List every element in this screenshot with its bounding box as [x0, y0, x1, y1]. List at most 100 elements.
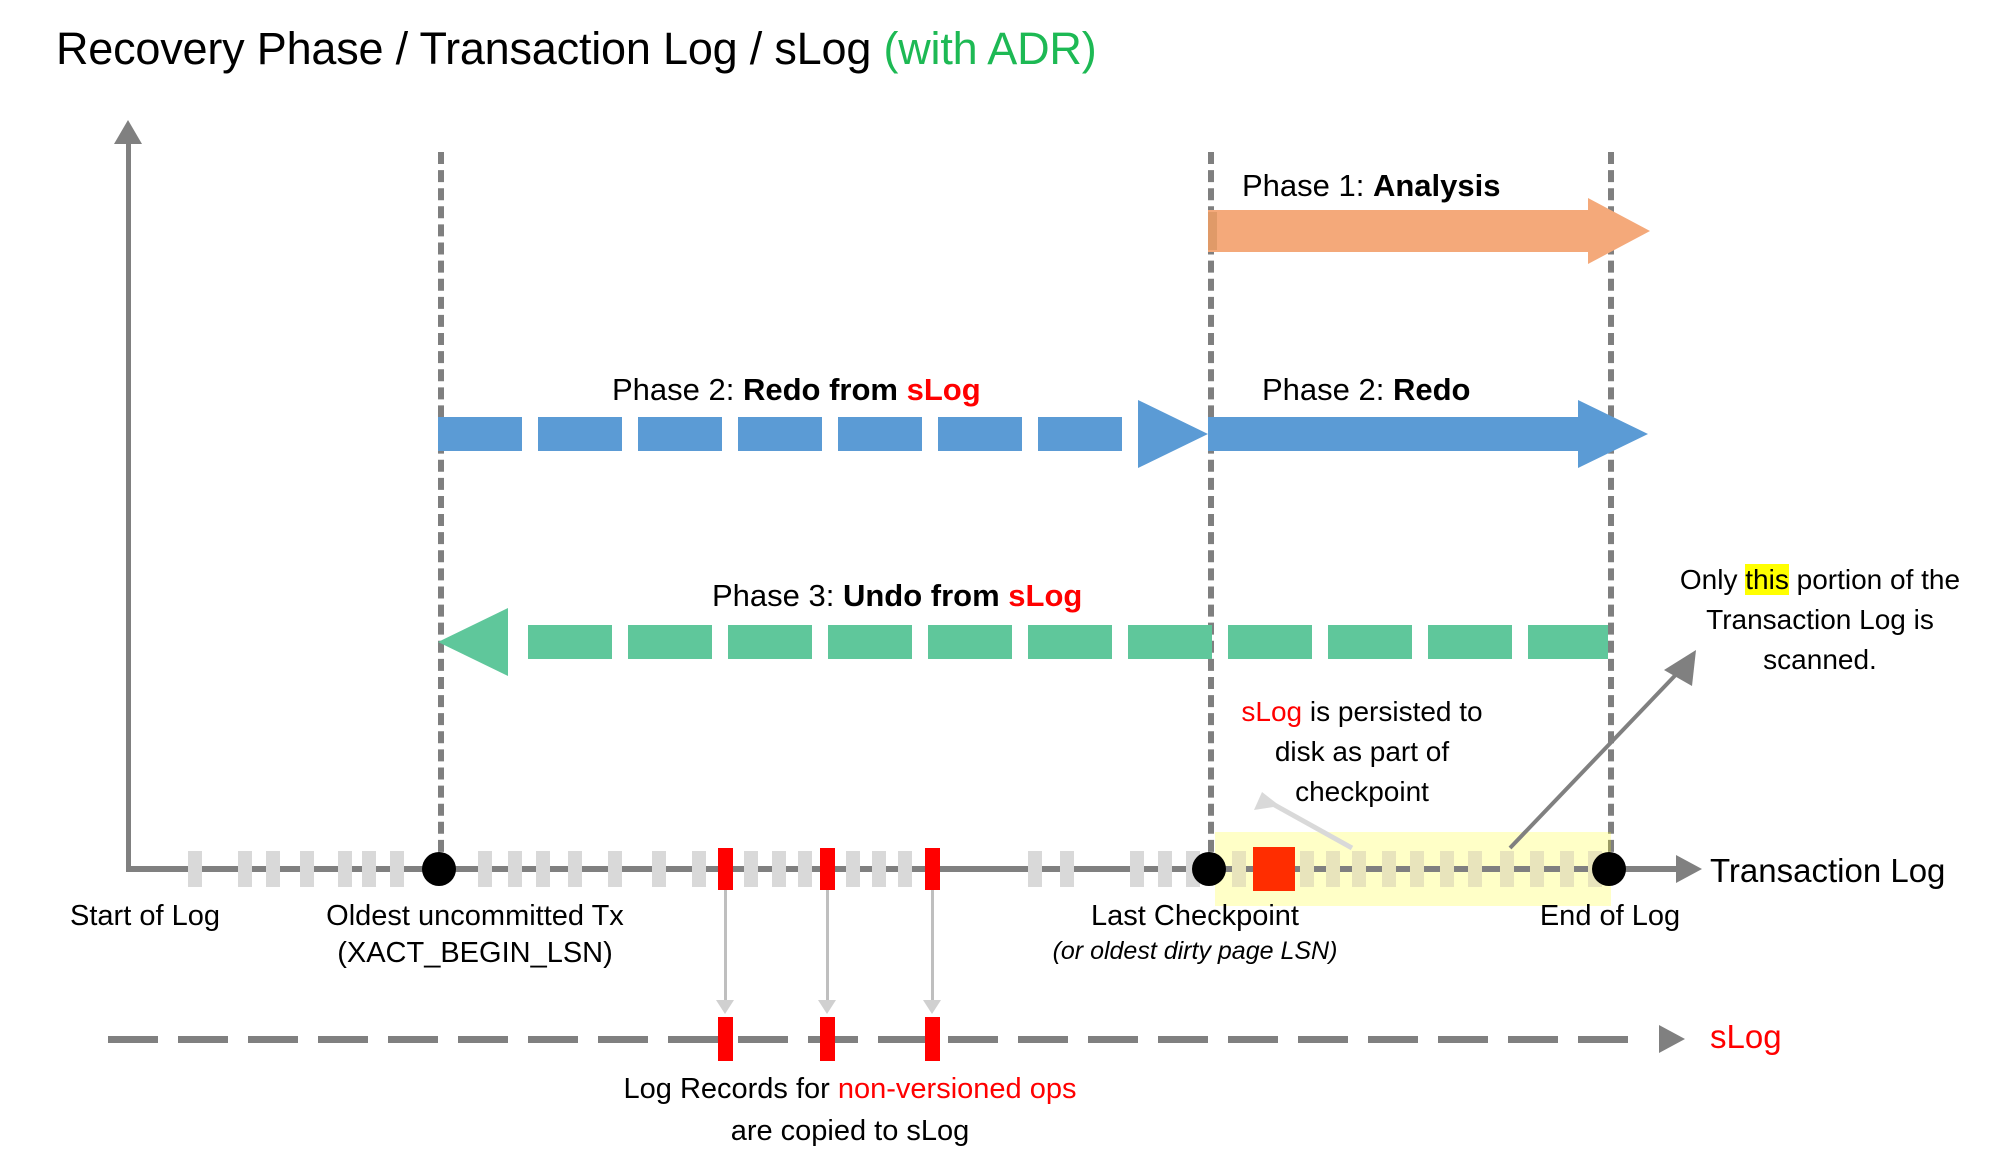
copy-connector-arrowhead-icon — [716, 1000, 734, 1014]
log-record-tick — [362, 851, 376, 887]
log-record-tick — [1530, 851, 1544, 887]
phase3-undo-prefix: Phase 3: — [712, 578, 843, 613]
log-record-tick — [390, 851, 404, 887]
phase3-undo-dash — [1228, 625, 1312, 659]
log-record-tick — [1410, 851, 1424, 887]
phase2-slog-arrow-head-icon — [1138, 400, 1208, 468]
log-record-tick — [798, 851, 812, 887]
log-record-tick — [608, 851, 622, 887]
phase3-undo-label: Phase 3: Undo from sLog — [712, 578, 1082, 614]
caption-last-checkpoint-sub: (or oldest dirty page LSN) — [1052, 937, 1338, 965]
log-record-tick — [338, 851, 352, 887]
log-record-tick — [300, 851, 314, 887]
slog-axis-dash — [318, 1036, 368, 1043]
phase3-undo-dash — [1528, 625, 1608, 659]
caption-start-of-log: Start of Log — [20, 898, 270, 935]
phase2-slog-dash — [738, 417, 822, 451]
phase2-slog-dash — [938, 417, 1022, 451]
non-versioned-log-record-tick — [925, 848, 940, 890]
log-record-tick — [1500, 851, 1514, 887]
log-record-tick — [692, 851, 706, 887]
phase3-undo-dash — [528, 625, 612, 659]
note-slog-persisted-lead: sLog — [1241, 696, 1303, 727]
slog-axis-dash — [108, 1036, 158, 1043]
transaction-log-axis-label: Transaction Log — [1710, 852, 1946, 889]
log-record-tick — [1232, 851, 1246, 887]
copy-connector-line — [724, 890, 727, 1000]
phase2-slog-dash — [638, 417, 722, 451]
slog-axis-dash — [878, 1036, 928, 1043]
log-record-tick — [1326, 851, 1340, 887]
phase3-undo-dash — [1428, 625, 1512, 659]
log-record-tick — [1382, 851, 1396, 887]
phase3-undo-dash — [828, 625, 912, 659]
phase1-arrow-shaft — [1208, 210, 1598, 252]
caption-last-checkpoint: Last Checkpoint (or oldest dirty page LS… — [1030, 898, 1360, 967]
transaction-log-axis-arrowhead-icon — [1676, 855, 1702, 883]
guide-line-end-of-log — [1608, 152, 1614, 870]
caption-oldest-uncommitted-tx-text: Oldest uncommitted Tx — [326, 900, 624, 932]
log-record-tick — [266, 851, 280, 887]
slog-axis-dash — [458, 1036, 508, 1043]
slog-non-versioned-record-tick — [820, 1017, 835, 1061]
log-record-tick — [1130, 851, 1144, 887]
note-slog-persisted-connector-arrow — [1254, 792, 1354, 851]
phase3-undo-dash — [728, 625, 812, 659]
slog-axis-dash — [668, 1036, 718, 1043]
slog-axis-dash — [178, 1036, 228, 1043]
slog-axis-dash — [1228, 1036, 1278, 1043]
phase3-undo-dash — [1328, 625, 1412, 659]
oldest-uncommitted-tx-dot — [422, 852, 456, 886]
phase2-slog-label: Phase 2: Redo from sLog — [612, 372, 981, 408]
guide-line-last-checkpoint — [1208, 152, 1214, 870]
phase2-slog-dash — [438, 417, 522, 451]
phase2-slog-suffix: sLog — [906, 372, 981, 407]
caption-end-of-log: End of Log — [1490, 898, 1730, 935]
slog-axis-dash — [1368, 1036, 1418, 1043]
log-record-tick — [536, 851, 550, 887]
slog-non-versioned-record-tick — [718, 1017, 733, 1061]
phase2-slog-name: Redo from — [742, 372, 907, 407]
slog-axis-dash — [1438, 1036, 1488, 1043]
phase2-redo-arrow-shaft — [1208, 417, 1598, 451]
phase3-undo-dash — [1028, 625, 1112, 659]
non-versioned-log-record-tick — [820, 848, 835, 890]
phase2-slog-dash — [538, 417, 622, 451]
log-record-tick — [238, 851, 252, 887]
slog-non-versioned-record-tick — [925, 1017, 940, 1061]
phase2-slog-dash — [838, 417, 922, 451]
copy-connector-line — [931, 890, 934, 1000]
slog-axis-dash — [1088, 1036, 1138, 1043]
note-copied-part2: are copied to sLog — [730, 1115, 970, 1147]
phase3-undo-dash — [628, 625, 712, 659]
phase3-undo-suffix: sLog — [1008, 578, 1083, 613]
slog-axis-dash — [1298, 1036, 1348, 1043]
log-record-tick — [846, 851, 860, 887]
phase1-name: Analysis — [1372, 168, 1501, 203]
log-record-tick — [1560, 851, 1574, 887]
phase3-undo-dash — [928, 625, 1012, 659]
log-record-tick — [652, 851, 666, 887]
log-record-tick — [1440, 851, 1454, 887]
slog-persisted-block — [1253, 847, 1295, 891]
log-record-tick — [744, 851, 758, 887]
end-of-log-dot — [1592, 852, 1626, 886]
log-record-tick — [568, 851, 582, 887]
slog-axis-dash — [1018, 1036, 1068, 1043]
log-record-tick — [872, 851, 886, 887]
phase2-redo-name: Redo — [1392, 372, 1471, 407]
copy-connector-arrowhead-icon — [923, 1000, 941, 1014]
note-scanned-connector-arrow — [1508, 650, 1696, 850]
title-main: Recovery Phase / Transaction Log / sLog — [56, 23, 884, 74]
title-adr-suffix: (with ADR) — [883, 23, 1097, 74]
phase3-undo-name: Undo from — [842, 578, 1009, 613]
log-record-tick — [1060, 851, 1074, 887]
phase2-slog-prefix: Phase 2: — [612, 372, 743, 407]
log-record-tick — [1352, 851, 1366, 887]
slog-axis-arrowhead-icon — [1659, 1025, 1685, 1053]
note-scanned-part1: Only — [1679, 564, 1746, 595]
copy-connector-arrowhead-icon — [818, 1000, 836, 1014]
caption-oldest-uncommitted-tx: Oldest uncommitted Tx (XACT_BEGIN_LSN) — [265, 898, 685, 972]
phase3-undo-arrow-head-icon — [438, 608, 508, 676]
